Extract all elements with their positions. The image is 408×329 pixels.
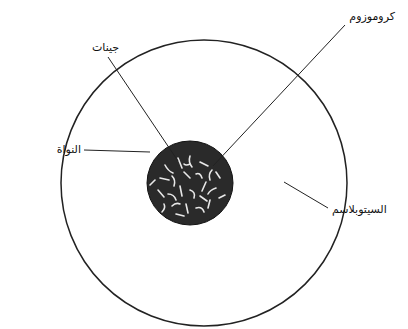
nucleus-shape [147, 141, 233, 225]
leader-line [84, 150, 150, 152]
cell-membrane [61, 40, 347, 326]
leader-lines [84, 25, 345, 208]
leader-line [284, 182, 328, 208]
part-label: جينات [92, 41, 119, 55]
part-label: السيتوبلاسم [332, 203, 387, 217]
leader-line [213, 25, 345, 166]
part-label: كروموزوم [349, 10, 395, 24]
part-label: النواة [57, 143, 81, 157]
leader-line [108, 57, 178, 161]
